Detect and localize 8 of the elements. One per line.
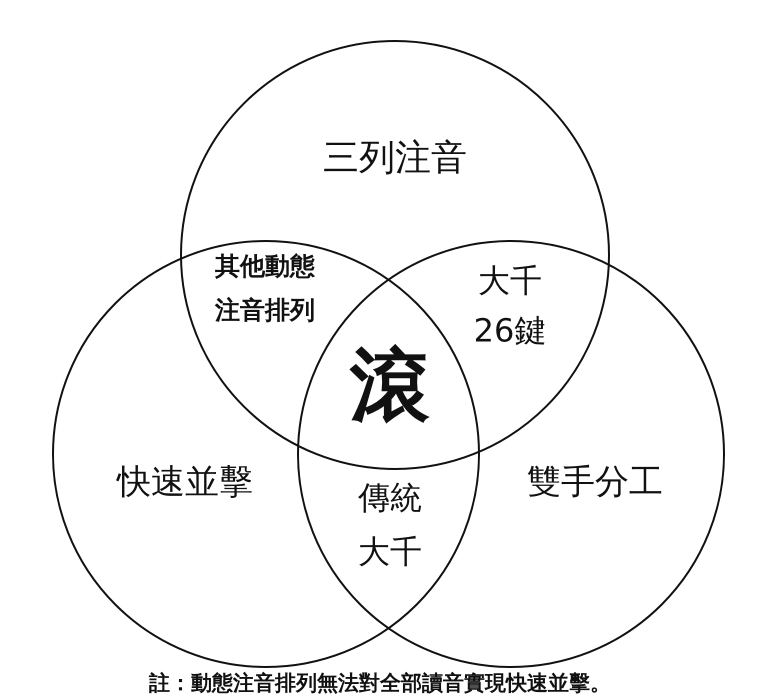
circle-label: 三列注音 [323,136,467,180]
footnote: 註：動態注音排列無法對全部讀音實現快速並擊。 [149,670,611,697]
circle-label: 快速並擊 [117,461,253,504]
circle-label: 雙手分工 [527,461,663,504]
overlap-label: 大千26鍵 [474,260,546,351]
overlap-label: 傳統大千 [358,478,422,573]
overlap-label: 其他動態注音排列 [215,250,315,326]
center-label: 滾 [350,345,430,425]
